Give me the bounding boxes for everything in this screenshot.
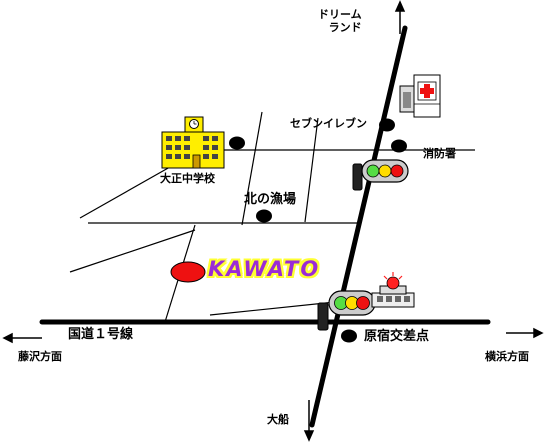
road-segment <box>69 229 196 273</box>
seven-eleven-label: セブンイレブン <box>290 117 367 130</box>
traffic-light-icon <box>352 159 409 191</box>
store-name[interactable]: KAWATO <box>208 257 321 281</box>
arrow-icon <box>506 327 544 339</box>
dreamland-label-line2: ランド <box>328 21 362 34</box>
traffic-light-icon <box>317 290 376 331</box>
arrow-icon <box>2 332 42 344</box>
seven-eleven-dot <box>379 118 395 132</box>
dreamland-label: ドリーム ランド <box>318 8 362 34</box>
arrow-icon <box>394 0 406 34</box>
store-marker[interactable] <box>170 261 206 283</box>
harajuku-label: 原宿交差点 <box>364 329 430 344</box>
fish-market-label: 北の漁場 <box>244 192 297 207</box>
road-segment <box>304 117 319 223</box>
school-label: 大正中学校 <box>160 172 215 185</box>
yokohama-label: 横浜方面 <box>485 350 529 363</box>
local-roads <box>69 111 475 323</box>
ofuna-label: 大船 <box>267 413 289 426</box>
landmark-dots <box>229 118 407 343</box>
main-roads <box>39 25 491 428</box>
road-segment <box>209 301 336 316</box>
fire-station-dot <box>391 139 407 153</box>
building-icon <box>161 116 225 169</box>
fujisawa-label: 藤沢方面 <box>18 350 62 363</box>
fire-station-label: 消防署 <box>423 147 456 160</box>
school-dot <box>229 136 245 150</box>
route1-label: 国道１号線 <box>68 327 134 342</box>
dreamland-label-line1: ドリーム <box>318 8 362 21</box>
fish-market-dot <box>256 209 272 223</box>
road-segment <box>241 111 263 226</box>
harajuku-dot <box>341 329 357 343</box>
north-south-road <box>309 25 408 428</box>
hospital-icon <box>399 74 441 118</box>
arrow-icon <box>303 400 315 442</box>
police-box-icon <box>371 272 415 308</box>
